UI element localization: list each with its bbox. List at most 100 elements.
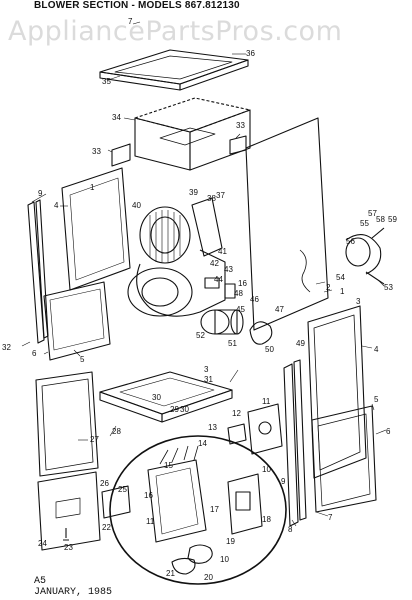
callout-34: 34 [112,113,121,122]
callout-15: 15 [164,461,173,470]
callout-44: 44 [214,275,223,284]
top-cover [99,49,249,91]
footer-date: JANUARY, 1985 [34,587,113,598]
callout-12: 12 [232,409,241,418]
callout-16: 16 [238,279,247,288]
callout-39: 39 [189,188,198,197]
callout-labels: 7 36 35 34 33 33 9 4 1 39 38 37 40 41 42… [2,17,397,582]
callout-28: 28 [112,427,121,436]
callout-58: 58 [376,215,385,224]
callout-3-base: 3 [204,365,209,374]
callout-31: 31 [204,375,213,384]
callout-3: 3 [356,297,361,306]
callout-41: 41 [218,247,227,256]
blower-motor [200,309,273,345]
blower-deck [134,97,251,171]
callout-16-detail: 16 [144,491,153,500]
base-frame [99,371,233,423]
right-side-panel [245,117,329,331]
callout-51: 51 [228,339,237,348]
callout-56: 56 [346,237,355,246]
callout-33-right: 33 [236,121,245,130]
callout-52: 52 [196,331,205,340]
callout-10: 10 [262,465,271,474]
callout-20: 20 [204,573,213,582]
callout-46: 46 [250,295,259,304]
blower-assembly [127,197,226,317]
callout-19: 19 [226,537,235,546]
callout-4-left: 4 [54,201,59,210]
callout-59: 59 [388,215,397,224]
bracket-25 [101,485,131,519]
callout-5: 5 [374,395,379,404]
callout-55: 55 [360,219,369,228]
screw [63,528,69,541]
right-rail-inner [293,359,307,521]
bracket-33-right [229,135,247,155]
control-box [227,403,283,455]
callout-14: 14 [198,439,207,448]
callout-50: 50 [265,345,274,354]
callout-6-left: 6 [32,349,37,358]
motor-bracket [345,227,385,285]
callout-6: 6 [386,427,391,436]
callout-45: 45 [236,305,245,314]
callout-57: 57 [368,209,377,218]
front-door [35,371,99,477]
callout-21: 21 [166,569,175,578]
callout-18: 18 [262,515,271,524]
callout-5-left: 5 [80,355,85,364]
right-rail [283,363,299,527]
callout-26: 26 [100,479,109,488]
callout-40: 40 [132,201,141,210]
callout-49: 49 [296,339,305,348]
callout-8: 8 [288,525,293,534]
callout-54: 54 [336,273,345,282]
footer-code: A5 [34,576,47,587]
callout-30-left: 30 [152,393,161,402]
callout-1: 1 [340,287,345,296]
callout-32: 32 [2,343,11,352]
callout-22: 22 [102,523,111,532]
callout-43: 43 [224,265,233,274]
diagram-title: BLOWER SECTION - MODELS 867.812130 [34,0,240,11]
callout-2: 2 [326,283,331,292]
lower-front-panel [37,471,101,551]
callout-10-detail: 10 [220,555,229,564]
callout-33-left: 33 [92,147,101,156]
capacitor-bracket [224,283,236,299]
callout-53: 53 [384,283,393,292]
detail-callout-circle [109,435,287,585]
callout-9-left: 9 [38,189,43,198]
capacitor [204,277,220,289]
filter-panel [43,281,111,361]
callout-11: 11 [262,397,271,406]
callout-30-right: 30 [180,405,189,414]
callout-27: 27 [90,435,99,444]
callout-36: 36 [246,49,255,58]
left-side-panel [61,167,131,291]
callout-38: 38 [207,194,216,203]
callout-11-detail: 11 [146,517,155,526]
callout-23: 23 [64,543,73,552]
callout-48: 48 [234,289,243,298]
callout-29: 29 [170,405,179,414]
callout-24: 24 [38,539,47,548]
callout-7-top: 7 [128,17,133,26]
callout-1-panel: 1 [90,183,95,192]
bracket-33-left [111,143,131,167]
callout-4: 4 [374,345,379,354]
callout-7: 7 [328,513,333,522]
leader-lines [21,21,387,527]
left-rail [27,201,45,344]
callout-9: 9 [281,477,286,486]
callout-37: 37 [216,191,225,200]
callout-13: 13 [208,423,217,432]
callout-25: 25 [118,485,127,494]
lower-right-panel [311,405,377,513]
right-door [307,305,367,479]
callout-17: 17 [210,505,219,514]
callout-42: 42 [210,259,219,268]
